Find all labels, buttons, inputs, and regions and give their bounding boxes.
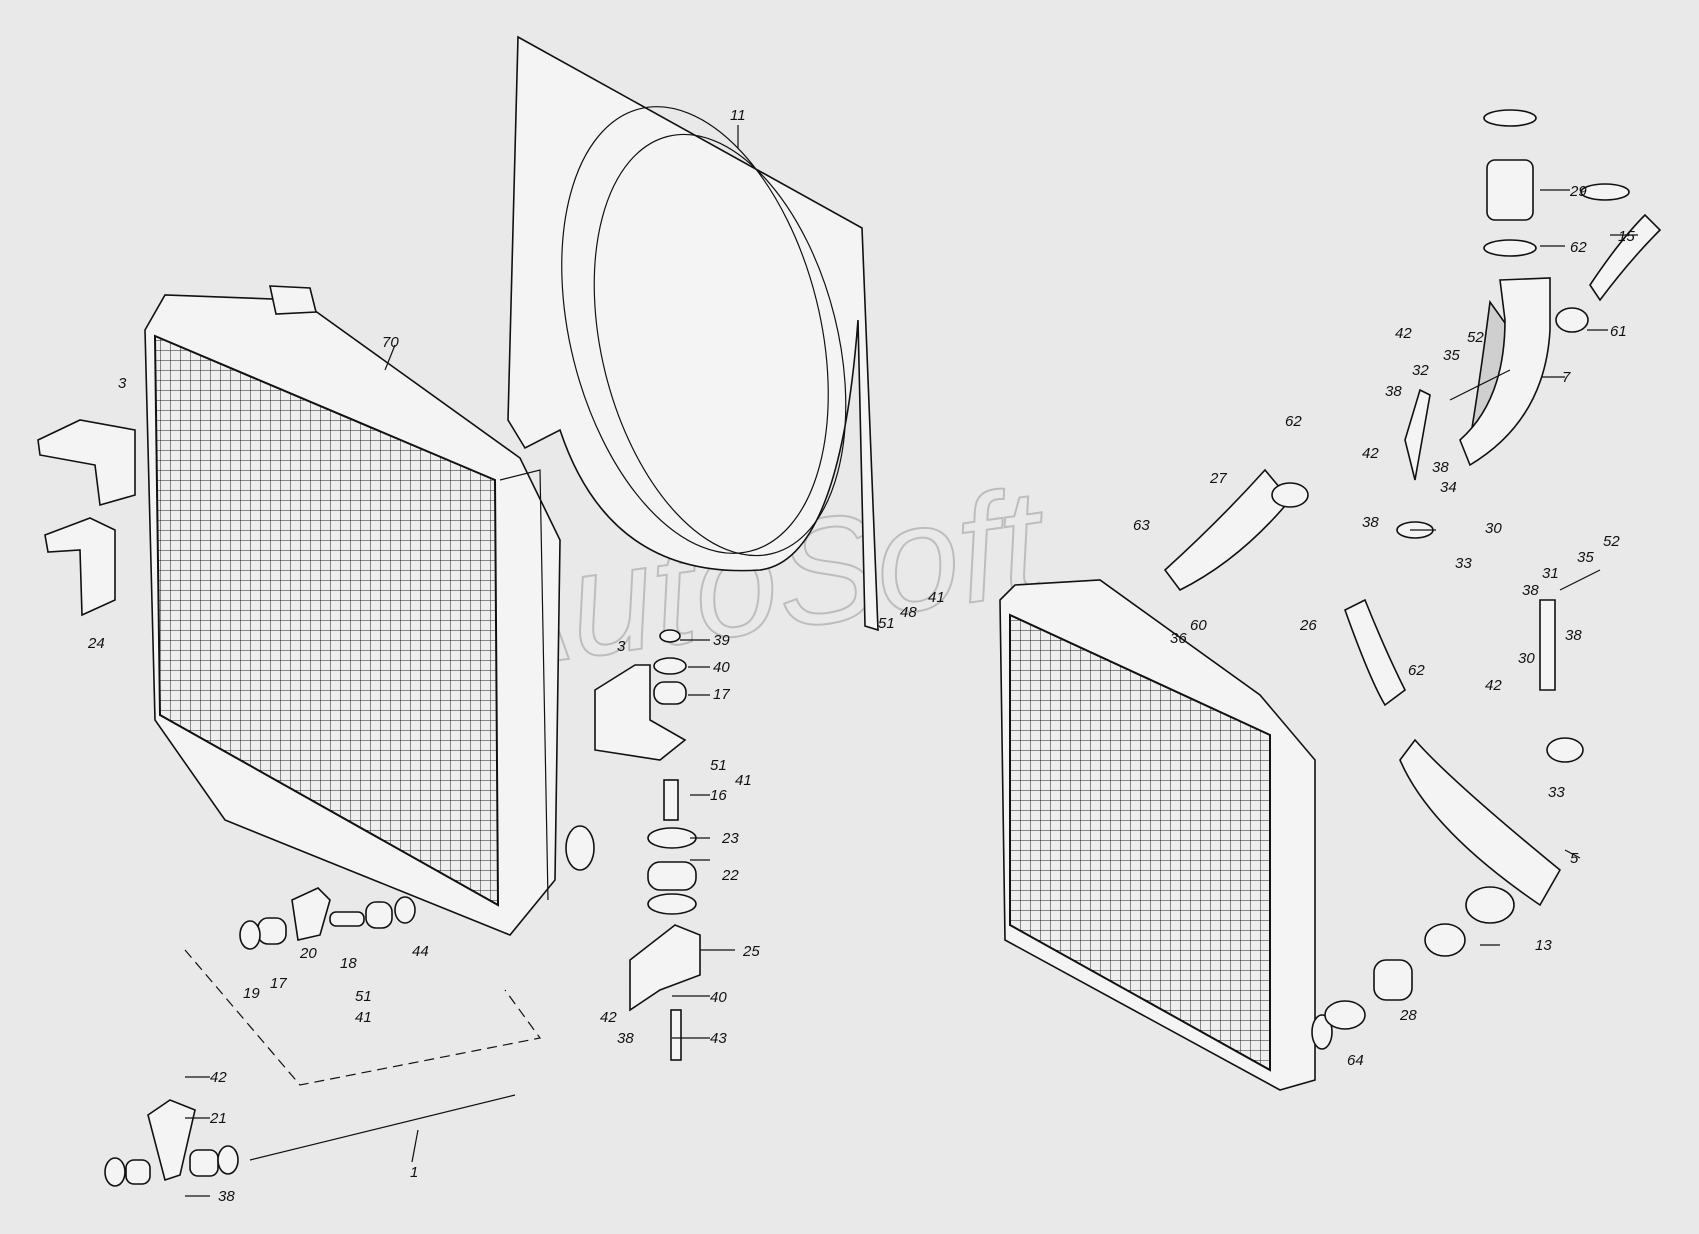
callout-42: 42 — [1362, 445, 1379, 462]
right-radiator — [999, 579, 1333, 1091]
callout-51: 51 — [710, 757, 727, 774]
fan-shroud — [507, 35, 879, 632]
callout-62: 62 — [1408, 662, 1425, 679]
callout-34: 34 — [1440, 479, 1457, 496]
callout-3: 3 — [617, 638, 626, 655]
callout-33: 33 — [1455, 555, 1472, 572]
callout-18: 18 — [340, 955, 357, 972]
callout-19: 19 — [243, 985, 260, 1002]
callout-38: 38 — [617, 1030, 634, 1047]
callout-38: 38 — [1522, 582, 1539, 599]
callout-42: 42 — [1485, 677, 1502, 694]
callout-11: 11 — [730, 107, 746, 124]
callout-28: 28 — [1399, 1007, 1417, 1024]
callout-41: 41 — [355, 1009, 372, 1026]
callout-41: 41 — [735, 772, 752, 789]
callout-44: 44 — [412, 943, 429, 960]
callout-29: 29 — [1569, 183, 1587, 200]
callout-7: 7 — [1562, 369, 1571, 386]
callout-33: 33 — [1548, 784, 1565, 801]
callout-3: 3 — [118, 375, 127, 392]
callout-60: 60 — [1190, 617, 1207, 634]
hose-assembly — [1163, 109, 1662, 1030]
callout-51: 51 — [878, 615, 895, 632]
callout-23: 23 — [721, 830, 739, 847]
callout-39: 39 — [713, 632, 730, 649]
callout-38: 38 — [1432, 459, 1449, 476]
callout-16: 16 — [710, 787, 727, 804]
callout-22: 22 — [721, 867, 739, 884]
callout-64: 64 — [1347, 1052, 1364, 1069]
callout-5: 5 — [1570, 850, 1579, 867]
callout-31: 31 — [1542, 565, 1559, 582]
callout-21: 21 — [209, 1110, 227, 1127]
callout-48: 48 — [900, 604, 917, 621]
callout-38: 38 — [1362, 514, 1379, 531]
callout-30: 30 — [1518, 650, 1535, 667]
callout-26: 26 — [1299, 617, 1317, 634]
callout-42: 42 — [1395, 325, 1412, 342]
callout-30: 30 — [1485, 520, 1502, 537]
callout-42: 42 — [210, 1069, 227, 1086]
callout-62: 62 — [1285, 413, 1302, 430]
callout-35: 35 — [1577, 549, 1594, 566]
callout-17: 17 — [270, 975, 287, 992]
callout-24: 24 — [87, 635, 105, 652]
callout-38: 38 — [1565, 627, 1582, 644]
callout-40: 40 — [710, 989, 727, 1006]
bracket-24 — [44, 517, 116, 617]
callout-15: 15 — [1618, 228, 1635, 245]
callout-61: 61 — [1610, 323, 1627, 340]
tie-rod-assembly — [104, 887, 542, 1187]
callout-25: 25 — [742, 943, 760, 960]
mount-stack — [594, 629, 701, 1061]
callout-52: 52 — [1603, 533, 1620, 550]
callout-41: 41 — [928, 589, 945, 606]
callout-43: 43 — [710, 1030, 727, 1047]
callout-62: 62 — [1570, 239, 1587, 256]
callout-38: 38 — [218, 1188, 235, 1205]
callout-51: 51 — [355, 988, 372, 1005]
callout-27: 27 — [1209, 470, 1227, 487]
callout-63: 63 — [1133, 517, 1150, 534]
left-radiator — [144, 285, 595, 936]
callout-42: 42 — [600, 1009, 617, 1026]
bracket-3-left — [37, 419, 136, 507]
callout-70: 70 — [382, 334, 399, 351]
callout-20: 20 — [299, 945, 317, 962]
callout-38: 38 — [1385, 383, 1402, 400]
callout-40: 40 — [713, 659, 730, 676]
callout-36: 36 — [1170, 630, 1187, 647]
callout-17: 17 — [713, 686, 730, 703]
callout-35: 35 — [1443, 347, 1460, 364]
callout-13: 13 — [1535, 937, 1552, 954]
leader-lines — [185, 125, 1638, 1197]
callout-1: 1 — [410, 1164, 418, 1181]
callout-labels: 11 29 15 62 61 42 52 35 32 7 38 42 38 34… — [87, 107, 1635, 1205]
callout-52: 52 — [1467, 329, 1484, 346]
callout-32: 32 — [1412, 362, 1429, 379]
